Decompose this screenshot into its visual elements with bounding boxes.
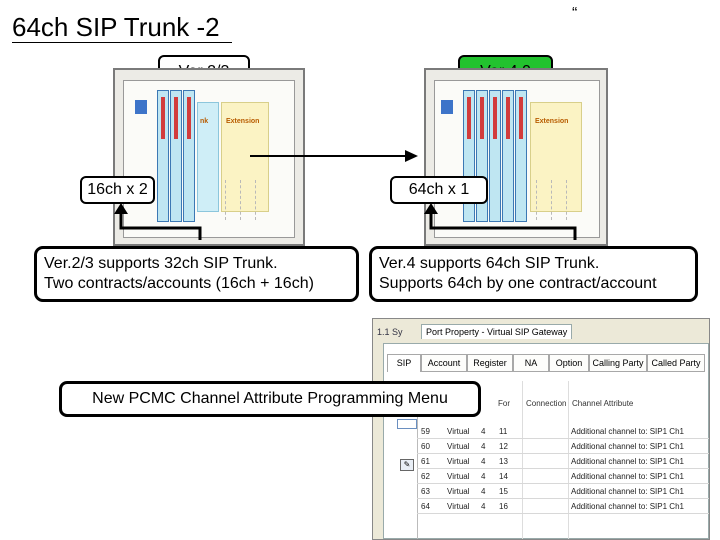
old-trunk-card-2 <box>170 90 182 222</box>
table-row[interactable]: 59 Virtual 4 11 Additional channel to: S… <box>417 424 709 439</box>
row-number: 61 <box>421 457 430 466</box>
port-property-tab[interactable]: Port Property - Virtual SIP Gateway <box>421 324 573 339</box>
table-row[interactable]: 63 Virtual 4 15 Additional channel to: S… <box>417 484 709 499</box>
row-attribute: Additional channel to: SIP1 Ch1 <box>571 502 684 511</box>
old-channel-count: 16ch x 2 <box>80 176 155 204</box>
new-extension-zone: Extension <box>530 102 582 212</box>
old-version-description: Ver.2/3 supports 32ch SIP Trunk. Two con… <box>34 246 359 302</box>
row-number: 62 <box>421 472 430 481</box>
column-header-connection: Connection <box>526 399 567 408</box>
grid-col-divider-1 <box>522 381 523 539</box>
table-row[interactable]: 64 Virtual 4 16 Additional channel to: S… <box>417 499 709 514</box>
row-type: Virtual <box>447 472 470 481</box>
tab-account[interactable]: Account <box>421 354 467 372</box>
new-menu-callout: New PCMC Channel Attribute Programming M… <box>59 381 481 417</box>
new-slot-divider-1 <box>536 180 537 220</box>
row-attribute: Additional channel to: SIP1 Ch1 <box>571 442 684 451</box>
old-description-line-1: Ver.2/3 supports 32ch SIP Trunk. <box>44 255 278 272</box>
old-tag <box>135 100 147 114</box>
new-chassis-image: Extension <box>424 68 608 246</box>
pcmc-window-screenshot: 1.1 Sy Port Property - Virtual SIP Gatew… <box>372 318 710 540</box>
new-slot-divider-3 <box>566 180 567 220</box>
old-trunk-zone: nk <box>197 102 219 212</box>
new-channel-count: 64ch x 1 <box>390 176 488 204</box>
old-slot-divider-1 <box>225 180 226 220</box>
old-extension-zone: Extension <box>221 102 269 212</box>
row-number: 64 <box>421 502 430 511</box>
window-content <box>383 343 709 539</box>
new-description-line-2: Supports 64ch by one contract/account <box>379 275 657 292</box>
new-version-description: Ver.4 supports 64ch SIP Trunk. Supports … <box>369 246 698 302</box>
tab-option[interactable]: Option <box>549 354 589 372</box>
row-slot: 4 <box>481 427 486 436</box>
table-row[interactable]: 62 Virtual 4 14 Additional channel to: S… <box>417 469 709 484</box>
grid-col-divider-2 <box>568 381 569 539</box>
row-slot: 4 <box>481 442 486 451</box>
old-extension-zone-label: Extension <box>226 118 260 125</box>
new-trunk-card-4 <box>502 90 514 222</box>
tab-na[interactable]: NA <box>513 354 549 372</box>
old-slot-divider-2 <box>240 180 241 220</box>
row-port: 14 <box>499 472 508 481</box>
row-slot: 4 <box>481 457 486 466</box>
row-attribute: Additional channel to: SIP1 Ch1 <box>571 472 684 481</box>
new-extension-zone-label: Extension <box>535 118 569 125</box>
table-row[interactable]: 61 Virtual 4 13 Additional channel to: S… <box>417 454 709 469</box>
grid-area: For Connection Channel Attribute <box>417 381 709 539</box>
corner-mark: “ <box>572 5 578 22</box>
new-trunk-card-5 <box>515 90 527 222</box>
row-slot: 4 <box>481 472 486 481</box>
row-slot: 4 <box>481 487 486 496</box>
title-underline <box>12 42 232 43</box>
table-row[interactable]: 60 Virtual 4 12 Additional channel to: S… <box>417 439 709 454</box>
row-type: Virtual <box>447 457 470 466</box>
row-type: Virtual <box>447 502 470 511</box>
new-tag <box>441 100 453 114</box>
system-menu-item[interactable]: 1.1 Sy <box>377 327 403 337</box>
tab-calling-party[interactable]: Calling Party <box>589 354 647 372</box>
row-port: 11 <box>499 427 508 436</box>
old-description-line-2: Two contracts/accounts (16ch + 16ch) <box>44 275 314 292</box>
tab-called-party[interactable]: Called Party <box>647 354 705 372</box>
row-type: Virtual <box>447 487 470 496</box>
upgrade-arrow-head <box>405 150 418 162</box>
row-number: 63 <box>421 487 430 496</box>
old-trunk-zone-label: nk <box>200 118 209 125</box>
row-port: 13 <box>499 457 508 466</box>
row-slot: 4 <box>481 502 486 511</box>
page-title: 64ch SIP Trunk -2 <box>12 12 220 42</box>
row-type: Virtual <box>447 427 470 436</box>
column-header-port: For <box>498 399 510 408</box>
column-header-channel-attribute: Channel Attribute <box>572 399 634 408</box>
new-trunk-card-3 <box>489 90 501 222</box>
row-port: 12 <box>499 442 508 451</box>
row-port: 15 <box>499 487 508 496</box>
old-slot-divider-3 <box>255 180 256 220</box>
new-slot-divider-2 <box>551 180 552 220</box>
row-number: 60 <box>421 442 430 451</box>
row-selector-icon[interactable]: ✎ <box>400 459 414 471</box>
row-number: 59 <box>421 427 430 436</box>
tab-sip[interactable]: SIP <box>387 354 421 372</box>
old-trunk-card-3 <box>183 90 195 222</box>
new-description-line-1: Ver.4 supports 64ch SIP Trunk. <box>379 255 600 272</box>
tab-register[interactable]: Register <box>467 354 513 372</box>
old-trunk-card-1 <box>157 90 169 222</box>
row-attribute: Additional channel to: SIP1 Ch1 <box>571 487 684 496</box>
row-indicator <box>397 419 417 429</box>
old-chassis-image: nk Extension <box>113 68 305 246</box>
row-type: Virtual <box>447 442 470 451</box>
row-attribute: Additional channel to: SIP1 Ch1 <box>571 427 684 436</box>
row-attribute: Additional channel to: SIP1 Ch1 <box>571 457 684 466</box>
row-port: 16 <box>499 502 508 511</box>
